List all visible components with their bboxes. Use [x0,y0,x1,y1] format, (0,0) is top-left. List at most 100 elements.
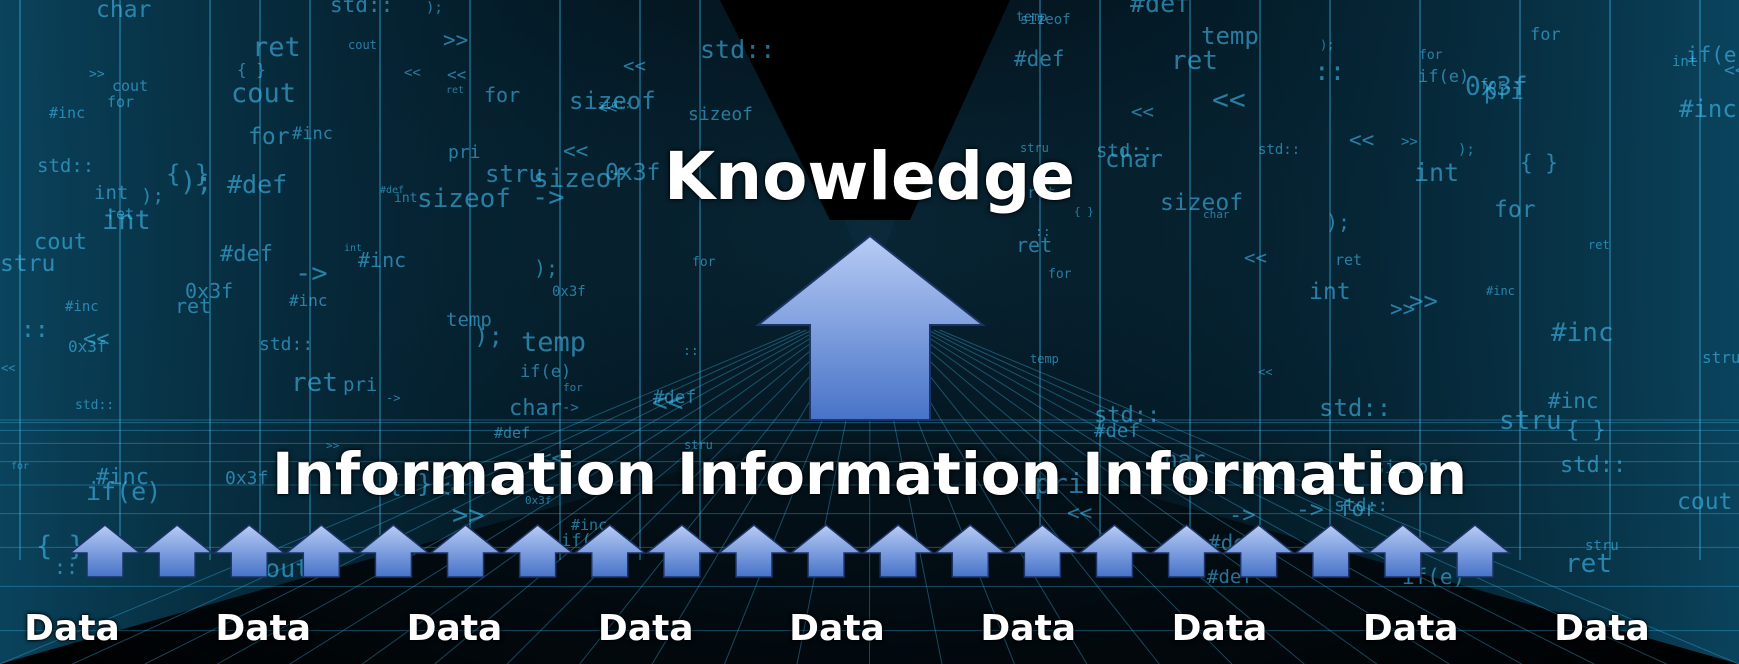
background-code-glyph: ); [180,167,213,198]
background-code-glyph: std:: [1560,453,1626,478]
background-code-glyph: #def [653,387,696,408]
background-code-glyph: #inc [65,299,99,315]
background-code-glyph: { } [36,531,85,562]
data-arrow [212,524,287,578]
background-code-glyph: << [83,327,110,352]
background-code-glyph: #inc [1486,284,1515,298]
background-code-glyph: int [102,205,151,236]
background-code-glyph: char [509,396,562,421]
data-arrow [644,524,719,578]
background-code-glyph: int [1309,279,1351,305]
background-code-glyph: ret [1335,251,1362,269]
background-code-glyph: -> [532,182,565,213]
background-code-glyph: ); [141,185,164,207]
background-code-glyph: -> [386,391,400,405]
background-code-glyph: for [1480,77,1505,93]
background-code-glyph: { } [387,469,432,498]
background-code-glyph: stru [1585,538,1619,554]
background-code-glyph: std:: [1258,142,1300,158]
background-code-glyph: #inc [1548,389,1599,413]
background-code-glyph: std:: [75,398,114,413]
background-code-glyph: ret [252,32,301,63]
data-arrow [1005,524,1080,578]
background-code-glyph: << [540,447,563,469]
background-code-glyph: << [1244,247,1267,269]
background-code-glyph: for [484,83,520,107]
background-code-glyph: { } [166,160,209,188]
background-code-glyph: #inc [49,104,85,122]
background-code-glyph: sizeof [688,104,753,125]
background-code-glyph: cout [348,38,377,52]
background-code-glyph: ); [1320,38,1334,52]
background-code-glyph: :: [683,344,699,359]
data-label: Data [789,608,885,649]
background-code-glyph: pri [1034,467,1085,500]
data-arrow [861,524,936,578]
background-code-glyph: ret [1027,183,1056,202]
background-code-glyph: #def [220,242,273,267]
background-code-glyph: >> [1390,297,1415,321]
background-code-glyph: >> [1409,287,1438,315]
background-code-glyph: pri [448,142,481,163]
background-code-glyph: char [1203,208,1230,221]
background-code-glyph: int [344,243,362,254]
background-code-glyph: cout [1677,489,1732,515]
background-code-glyph: << [447,65,466,84]
background-code-glyph: >> [443,28,468,52]
background-code-glyph: << [434,473,467,504]
background-code-glyph: 0x3f [185,279,233,303]
background-code-glyph: std:: [1096,140,1153,162]
background-code-glyph: #inc [96,465,149,490]
background-code-glyph: 0x3f [225,468,268,489]
background-code-glyph: temp [1030,352,1059,366]
background-code-glyph: int [394,191,417,206]
background-code-glyph: sizeof [569,87,656,115]
background-code-glyph: for [1339,497,1377,521]
background-code-glyph: #def [227,170,287,199]
background-code-glyph: if(e) [520,362,571,382]
background-code-glyph: ret [446,85,464,96]
background-code-glyph: ret [1565,549,1612,579]
background-code-glyph: for [107,93,134,111]
background-code-glyph: #def [1130,0,1190,18]
background-code-glyph: for [1530,25,1561,45]
background-code-glyph: :: [54,555,78,579]
background-code-glyph: #inc [1679,95,1737,123]
data-arrow [356,524,431,578]
background-code-glyph: << [623,55,646,77]
background-code-glyph: #def [494,424,530,442]
data-arrow [933,524,1008,578]
data-arrow [1149,524,1224,578]
background-code-glyph: for [11,461,29,472]
background-code-glyph: for [563,381,583,394]
background-code-glyph: << [404,65,421,81]
background-code-glyph: << [1067,501,1092,525]
background-code-glyph: { } [1520,151,1558,175]
data-label: Data [597,608,694,649]
background-code-glyph: << [1212,83,1246,116]
background-code-glyph: 0x3f [68,337,107,356]
data-arrow [788,524,864,578]
background-code-glyph: sizeof [1374,457,1439,478]
background-code-glyph: std:: [1094,403,1160,428]
background-code-glyph: ret [107,205,134,223]
background-code-glyph: int [1672,54,1697,70]
background-code-glyph: std:: [1334,495,1388,516]
background-code-glyph: stru [1499,406,1562,436]
background-code-glyph: sizeof [417,184,511,214]
background-code-glyph: :: [1314,57,1345,87]
background-code-glyph: std:: [700,35,775,64]
background-code-glyph: cout [112,77,148,95]
background-code-glyph: << [652,388,683,418]
background-code-glyph: char [1105,145,1163,173]
background-code-glyph: >> [326,439,340,452]
background-code-glyph: #inc [358,248,406,272]
background-code-glyph: << [1131,101,1154,123]
background-code-glyph: ret [1016,233,1052,257]
background-code-glyph: ); [1458,142,1475,158]
background-code-glyph: << [1724,60,1739,81]
knowledge-arrow [755,234,986,421]
background-code-glyph: << [563,139,588,163]
data-label: Data [215,608,312,649]
background-code-glyph: stru [485,160,543,188]
